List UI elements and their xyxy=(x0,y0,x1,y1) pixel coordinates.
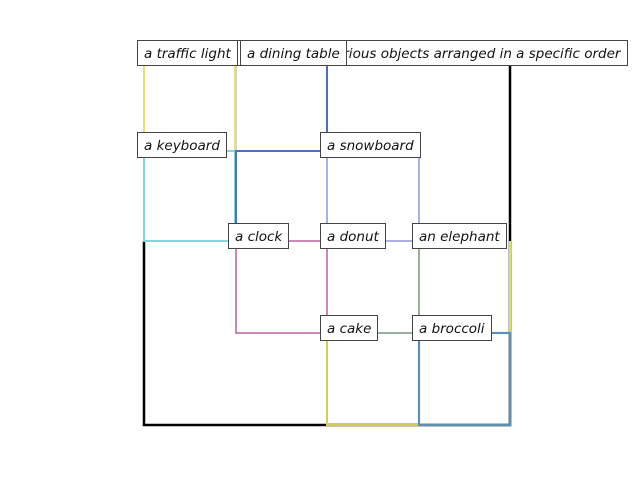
elephant-label: an elephant xyxy=(412,223,507,249)
donut-label: a donut xyxy=(320,223,386,249)
dining-table-box xyxy=(235,58,511,334)
traffic-light-label: a traffic light xyxy=(137,40,238,66)
keyboard-box xyxy=(143,150,236,242)
dining-table-label: a dining table xyxy=(240,40,347,66)
snowboard-label: a snowboard xyxy=(320,132,421,158)
broccoli-label: a broccoli xyxy=(412,315,492,341)
keyboard-label: a keyboard xyxy=(137,132,227,158)
clock-label: a clock xyxy=(228,223,290,249)
clock-box xyxy=(235,240,328,334)
broccoli-box xyxy=(417,331,512,427)
cake-box xyxy=(326,333,419,426)
cake-label: a cake xyxy=(320,315,379,341)
snowboard-box xyxy=(235,59,328,241)
